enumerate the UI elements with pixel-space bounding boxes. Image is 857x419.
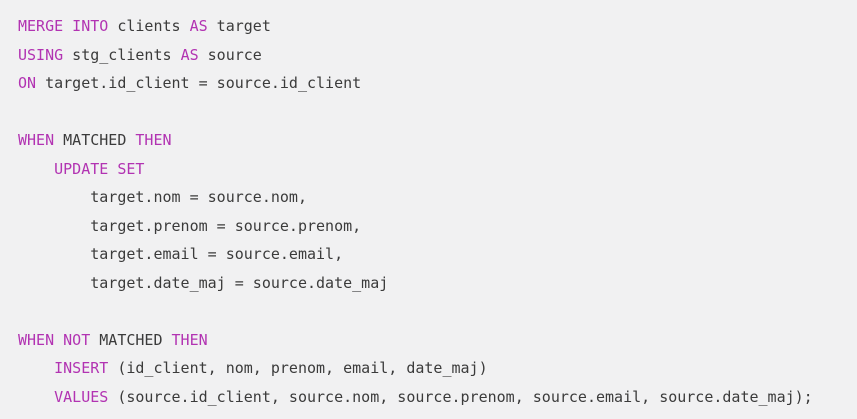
code-line-7: target.nom = source.nom,: [18, 183, 839, 212]
code-indent: [18, 274, 90, 292]
code-line-9: target.email = source.email,: [18, 240, 839, 269]
sql-plain-token: target.nom = source.nom,: [90, 188, 307, 206]
sql-keyword-token: USING: [18, 45, 64, 64]
sql-plain-token: target.prenom = source.prenom,: [90, 216, 362, 235]
code-line-3: ON target.id_client = source.id_client: [18, 69, 839, 98]
code-indent: [18, 188, 90, 206]
code-line-12: WHEN NOT MATCHED THEN: [18, 326, 839, 355]
code-line-2: USING stg_clients AS source: [18, 41, 839, 70]
sql-plain-token: (id_client, nom, prenom, email, date_maj…: [108, 359, 488, 377]
sql-plain-token: target.email = source.email,: [90, 245, 344, 263]
sql-plain-token: stg_clients: [63, 45, 181, 64]
sql-keyword-token: AS: [189, 17, 208, 35]
sql-plain-token: MATCHED: [54, 131, 136, 149]
code-indent: [18, 388, 54, 406]
code-line-4: [18, 98, 839, 127]
sql-keyword-token: ON: [18, 74, 37, 92]
sql-plain-token: (source.id_client, source.nom, source.pr…: [108, 387, 813, 406]
sql-keyword-token: WHEN NOT: [18, 330, 91, 349]
sql-plain-token: MATCHED: [90, 330, 172, 349]
sql-keyword-token: INSERT: [54, 359, 109, 377]
sql-keyword-token: AS: [180, 45, 199, 64]
sql-plain-token: target.date_maj = source.date_maj: [90, 273, 389, 292]
sql-keyword-token: WHEN: [18, 131, 55, 149]
code-indent: [18, 217, 90, 235]
sql-plain-token: clients: [108, 17, 190, 35]
code-line-10: target.date_maj = source.date_maj: [18, 269, 839, 298]
sql-plain-token: source: [198, 45, 262, 64]
sql-keyword-token: MERGE INTO: [18, 17, 109, 35]
code-indent: [18, 245, 90, 263]
code-line-6: UPDATE SET: [18, 155, 839, 184]
code-indent: [18, 160, 54, 178]
code-indent: [18, 359, 54, 377]
code-line-5: WHEN MATCHED THEN: [18, 126, 839, 155]
code-line-11: [18, 297, 839, 326]
code-line-13: INSERT (id_client, nom, prenom, email, d…: [18, 354, 839, 383]
code-line-8: target.prenom = source.prenom,: [18, 212, 839, 241]
code-line-1: MERGE INTO clients AS target: [18, 12, 839, 41]
sql-plain-token: target: [207, 17, 271, 35]
sql-plain-token: target.id_client = source.id_client: [36, 74, 362, 92]
sql-keyword-token: VALUES: [54, 387, 109, 406]
sql-keyword-token: THEN: [135, 131, 172, 149]
sql-keyword-token: UPDATE SET: [54, 159, 145, 178]
code-line-14: VALUES (source.id_client, source.nom, so…: [18, 383, 839, 412]
sql-keyword-token: THEN: [171, 330, 208, 349]
